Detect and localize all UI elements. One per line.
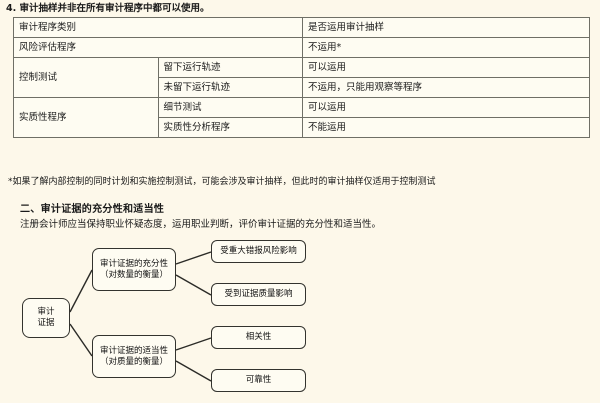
- table-cell-sub-trail-left: 留下运行轨迹: [157, 57, 303, 78]
- table-cell-value-analytical: 不能运用: [302, 117, 590, 138]
- audit-procedures-table-wrapper: 审计程序类别 是否运用审计抽样 风险评估程序 不运用* 控制测试 留下运行轨迹 …: [13, 17, 590, 138]
- section-body-text: 注册会计师应当保持职业怀疑态度，运用职业判断，评价审计证据的充分性和适当性。: [20, 219, 382, 230]
- table-cell-value-trail-left: 可以运用: [302, 57, 590, 78]
- link-sufficiency-to-leaf1: [175, 251, 212, 265]
- lead-line-text: 4. 审计抽样并非在所有审计程序中都可以使用。: [6, 3, 210, 14]
- table-cell-group-control-tests: 控制测试: [13, 57, 159, 98]
- diagram-node-appropriateness: 审计证据的适当性（对质量的衡量）: [92, 335, 176, 378]
- diagram-node-leaf-material-misstatement-risk: 受重大错报风险影响: [211, 240, 306, 263]
- link-root-to-sufficiency: [69, 269, 93, 313]
- table-row: 实质性程序 细节测试 可以运用: [13, 97, 590, 138]
- audit-procedures-table: 审计程序类别 是否运用审计抽样 风险评估程序 不运用* 控制测试 留下运行轨迹 …: [13, 17, 590, 138]
- diagram-node-root: 审计 证据: [22, 298, 70, 338]
- table-cell-sub-no-trail: 未留下运行轨迹: [157, 77, 303, 98]
- diagram-node-sufficiency: 审计证据的充分性（对数量的衡量）: [92, 248, 176, 291]
- table-row: 控制测试 留下运行轨迹 可以运用: [13, 57, 590, 98]
- table-cell-group-risk-assessment: 风险评估程序: [13, 37, 303, 58]
- section-block: 二、审计证据的充分性和适当性 注册会计师应当保持职业怀疑态度，运用职业判断，评价…: [20, 203, 590, 231]
- table-cell-value-detail-test: 可以运用: [302, 97, 590, 118]
- diagram-node-leaf-reliability: 可靠性: [211, 369, 306, 392]
- table-row: 风险评估程序 不运用*: [13, 37, 590, 58]
- link-root-to-appropriateness: [69, 323, 93, 357]
- table-header-category: 审计程序类别: [13, 17, 303, 38]
- link-sufficiency-to-leaf2: [175, 274, 212, 296]
- section-heading: 二、审计证据的充分性和适当性: [20, 204, 165, 215]
- diagram-node-leaf-relevance: 相关性: [211, 326, 306, 349]
- diagram-node-root-line1: 审计: [37, 307, 55, 317]
- table-row: 实质性分析程序 不能运用: [14, 117, 590, 138]
- table-cell-sub-analytical: 实质性分析程序: [157, 117, 303, 138]
- table-cell-sub-detail-test: 细节测试: [157, 97, 303, 118]
- table-header-applies: 是否运用审计抽样: [302, 17, 590, 38]
- link-appropriateness-to-leaf4: [175, 360, 212, 382]
- table-cell-value-risk-assessment: 不运用*: [302, 37, 590, 58]
- table-cell-value-no-trail: 不运用，只能用观察等程序: [302, 77, 590, 98]
- diagram-node-root-line2: 证据: [37, 318, 55, 328]
- diagram-node-leaf-evidence-quality: 受到证据质量影响: [211, 283, 306, 306]
- table-footnote: *如果了解内部控制的同时计划和实施控制测试，可能会涉及审计抽样，但此时的审计抽样…: [8, 177, 436, 187]
- table-row: 未留下运行轨迹 不运用，只能用观察等程序: [14, 77, 590, 98]
- diagram-connector-lines: [69, 251, 212, 382]
- table-cell-group-substantive: 实质性程序: [13, 97, 159, 138]
- link-appropriateness-to-leaf3: [175, 337, 212, 351]
- table-row: 审计程序类别 是否运用审计抽样: [13, 17, 590, 38]
- audit-evidence-diagram: 审计 证据 审计证据的充分性（对数量的衡量） 审计证据的适当性（对质量的衡量） …: [0, 228, 600, 403]
